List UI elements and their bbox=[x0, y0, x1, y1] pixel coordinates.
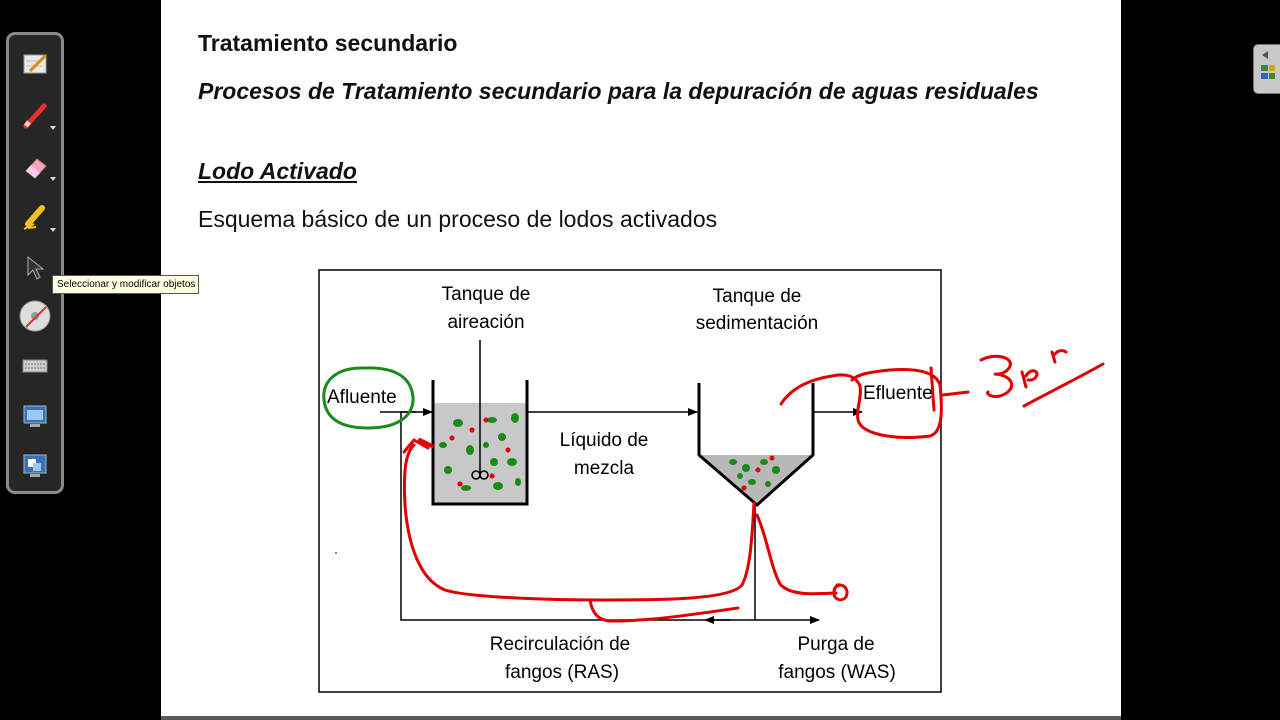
highlighter-tool[interactable] bbox=[18, 200, 52, 234]
aeration-tank-label-1: Tanque de bbox=[442, 284, 531, 305]
pen-notepad-icon bbox=[20, 49, 50, 79]
display-settings-tool[interactable] bbox=[18, 449, 52, 483]
eraser-tool[interactable] bbox=[18, 149, 52, 183]
keyboard-tool[interactable] bbox=[18, 349, 52, 383]
was-label-2: fangos (WAS) bbox=[778, 662, 896, 683]
pen-icon bbox=[20, 100, 50, 130]
diagram-frame bbox=[319, 270, 941, 692]
display-settings-icon bbox=[20, 451, 50, 481]
handwritten-3-annotation bbox=[981, 356, 1012, 396]
page-sorter-tab[interactable] bbox=[1253, 44, 1280, 94]
screen-capture-icon bbox=[20, 401, 50, 431]
aeration-tank-label-2: aireación bbox=[447, 312, 524, 333]
ink-toolbar bbox=[6, 32, 64, 494]
mixed-liquor-label-2: mezcla bbox=[574, 458, 635, 479]
pen-notepad-tool[interactable] bbox=[18, 47, 52, 81]
effluent-label: Efluente bbox=[863, 383, 933, 404]
ras-label-2: fangos (RAS) bbox=[505, 662, 619, 683]
settling-tank-label-2: sedimentación bbox=[696, 313, 819, 334]
page-thumbnails-icon bbox=[1254, 45, 1280, 95]
screen-capture-tool[interactable] bbox=[18, 399, 52, 433]
mixed-liquor-label-1: Líquido de bbox=[560, 430, 649, 451]
highlighter-icon bbox=[20, 202, 50, 232]
ras-label-1: Recirculación de bbox=[490, 634, 630, 655]
disc-tool-icon bbox=[18, 299, 52, 333]
eraser-icon bbox=[20, 151, 50, 181]
disc-tool[interactable] bbox=[18, 299, 52, 333]
influent-label: Afluente bbox=[327, 387, 397, 408]
was-label-1: Purga de bbox=[797, 634, 874, 655]
tool-tooltip: Seleccionar y modificar objetos bbox=[52, 275, 199, 294]
select-arrow-icon bbox=[20, 253, 50, 283]
settling-tank-label-1: Tanque de bbox=[713, 286, 802, 307]
pen-tool[interactable] bbox=[18, 98, 52, 132]
select-tool[interactable] bbox=[18, 251, 52, 285]
keyboard-icon bbox=[20, 351, 50, 381]
